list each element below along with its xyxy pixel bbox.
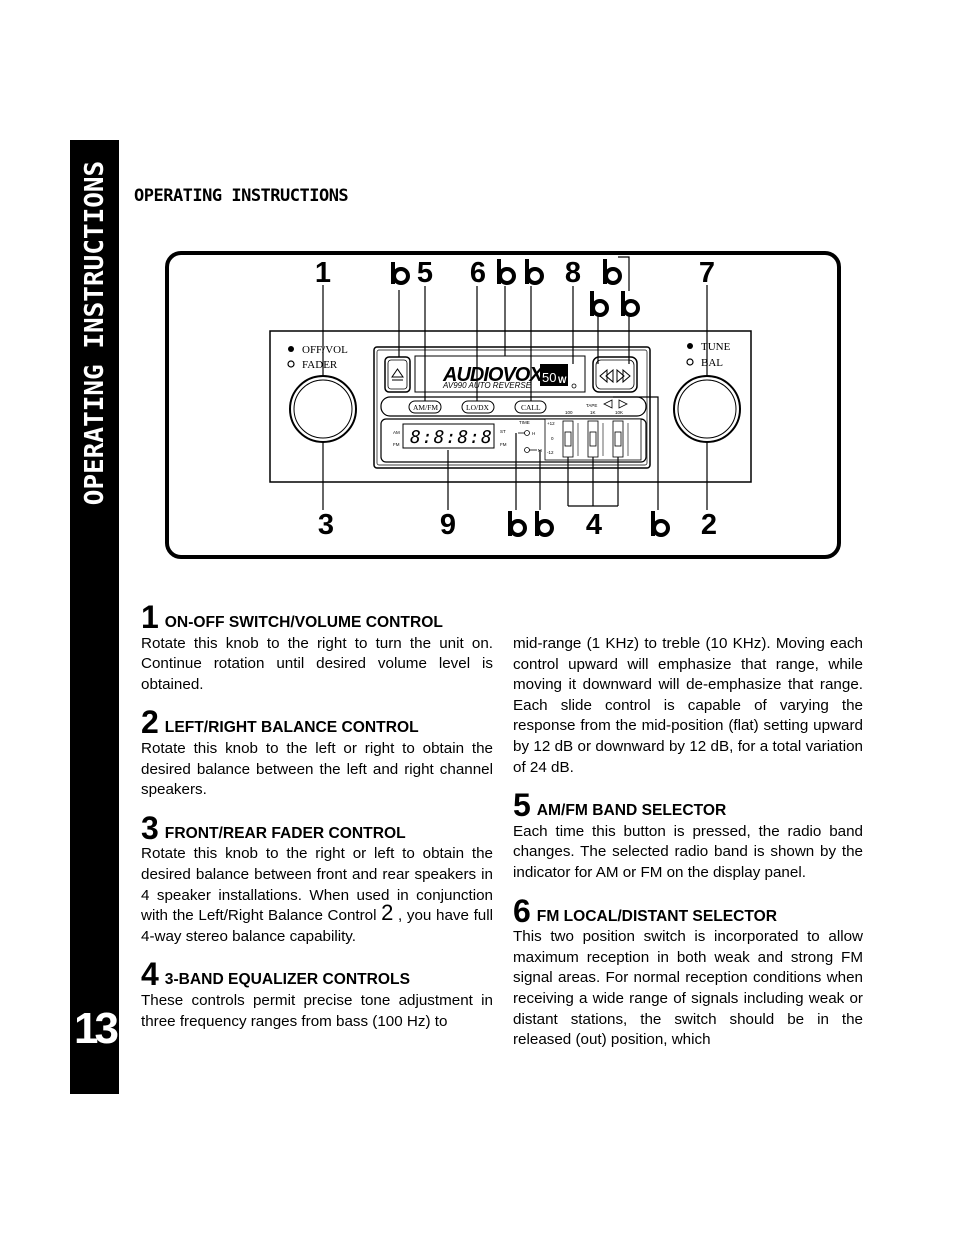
item-title: LEFT/RIGHT BALANCE CONTROL [164, 719, 419, 737]
svg-text:-12: -12 [547, 450, 554, 455]
item-body: Rotate this knob to the right or left to… [141, 844, 493, 947]
item-body-text: , you have full 4-way stereo balance cap… [141, 907, 493, 945]
item-number: 3 [141, 809, 159, 846]
item-title: FM LOCAL/DISTANT SELECTOR [536, 907, 778, 925]
item-title: ON-OFF SWITCH/VOLUME CONTROL [164, 614, 443, 631]
callout-6: 6 [470, 257, 486, 289]
model-label: AV990 AUTO REVERSE [442, 381, 532, 390]
svg-text:100: 100 [565, 410, 573, 415]
clock-display [402, 423, 495, 449]
item-heading: 2 LEFT/RIGHT BALANCE CONTROL [141, 704, 493, 741]
item-heading: 1 ON-OFF SWITCH/VOLUME CONTROL [141, 599, 493, 635]
tune-label: TUNE [701, 341, 731, 353]
svg-text:AM: AM [393, 430, 400, 435]
brand-logo: AUDIOVOX [442, 364, 544, 386]
sidebar-band [70, 140, 119, 1094]
item-body: Rotate this knob to the left or right to… [141, 739, 493, 799]
page-number: 13 [74, 1004, 119, 1053]
callout-3: 3 [318, 509, 334, 541]
item-heading: 4 3-BAND EQUALIZER CONTROLS [141, 956, 493, 993]
rewind-ff-button [592, 356, 638, 393]
diagram-frame [165, 251, 841, 559]
item-title: 3-BAND EQUALIZER CONTROLS [164, 971, 410, 989]
callout-7: 7 [699, 257, 715, 289]
callout-4: 4 [586, 509, 602, 541]
inline-reference: 2 [381, 900, 394, 926]
text-column-left: 1 ON-OFF SWITCH/VOLUME CONTROL Rotate thi… [141, 599, 493, 1044]
svg-text:1K: 1K [590, 410, 596, 415]
svg-text:LO/DX: LO/DX [466, 403, 489, 412]
fader-label: FADER [302, 359, 338, 371]
item-heading: 3 FRONT/REAR FADER CONTROL [141, 809, 493, 846]
callout-5: 5 [417, 257, 433, 289]
svg-text:AM/FM: AM/FM [413, 403, 438, 412]
svg-text:H: H [532, 431, 535, 436]
svg-text:0: 0 [551, 436, 554, 441]
item-number: 5 [513, 787, 531, 824]
item-heading: 5 AM/FM BAND SELECTOR [513, 787, 863, 824]
callout-8: 8 [565, 257, 581, 289]
item-title: AM/FM BAND SELECTOR [536, 802, 727, 820]
item-body: This two position switch is incorporated… [513, 928, 863, 1049]
watt-unit: W [558, 375, 567, 385]
display-digits: 8:8:8:8 [410, 427, 493, 448]
svg-text:TAPE: TAPE [586, 403, 597, 408]
svg-text:+12: +12 [547, 421, 555, 426]
item-body-text: Rotate this knob to the right or left to… [141, 845, 493, 925]
item-body: Rotate this knob to the right to turn th… [141, 634, 493, 693]
section-title: OPERATING INSTRUCTIONS [134, 186, 349, 206]
volume-knob [289, 375, 357, 443]
item-title: FRONT/REAR FADER CONTROL [164, 824, 406, 842]
svg-text:CALL: CALL [521, 403, 541, 412]
watt-label: 50 [542, 370, 556, 385]
eject-button [384, 356, 411, 393]
svg-text:FM: FM [393, 442, 400, 447]
tune-knob [673, 375, 741, 443]
svg-text:ST: ST [500, 429, 506, 434]
off-vol-label: OFF/VOL [302, 344, 348, 356]
svg-text:TIME: TIME [519, 420, 530, 425]
callout-2: 2 [701, 509, 717, 541]
item-heading: 6 FM LOCAL/DISTANT SELECTOR [513, 892, 863, 929]
callout-9: 9 [440, 509, 456, 541]
item-number: 1 [141, 599, 159, 635]
item-body: Each time this button is pressed, the ra… [513, 822, 863, 881]
lo-dx-button [461, 400, 495, 414]
item-body-continuation: mid-range (1 KHz) to treble (10 KHz). Mo… [513, 635, 863, 776]
item-number: 6 [513, 892, 531, 929]
svg-text:10K: 10K [615, 410, 623, 415]
bal-label: BAL [701, 357, 723, 369]
text-column-right: mid-range (1 KHz) to treble (10 KHz). Mo… [513, 634, 863, 1063]
item-body: These controls permit precise tone adjus… [141, 991, 493, 1030]
svg-text:FM: FM [500, 442, 507, 447]
item-number: 2 [141, 704, 159, 741]
callout-1: 1 [315, 257, 331, 289]
item-number: 4 [141, 956, 159, 993]
